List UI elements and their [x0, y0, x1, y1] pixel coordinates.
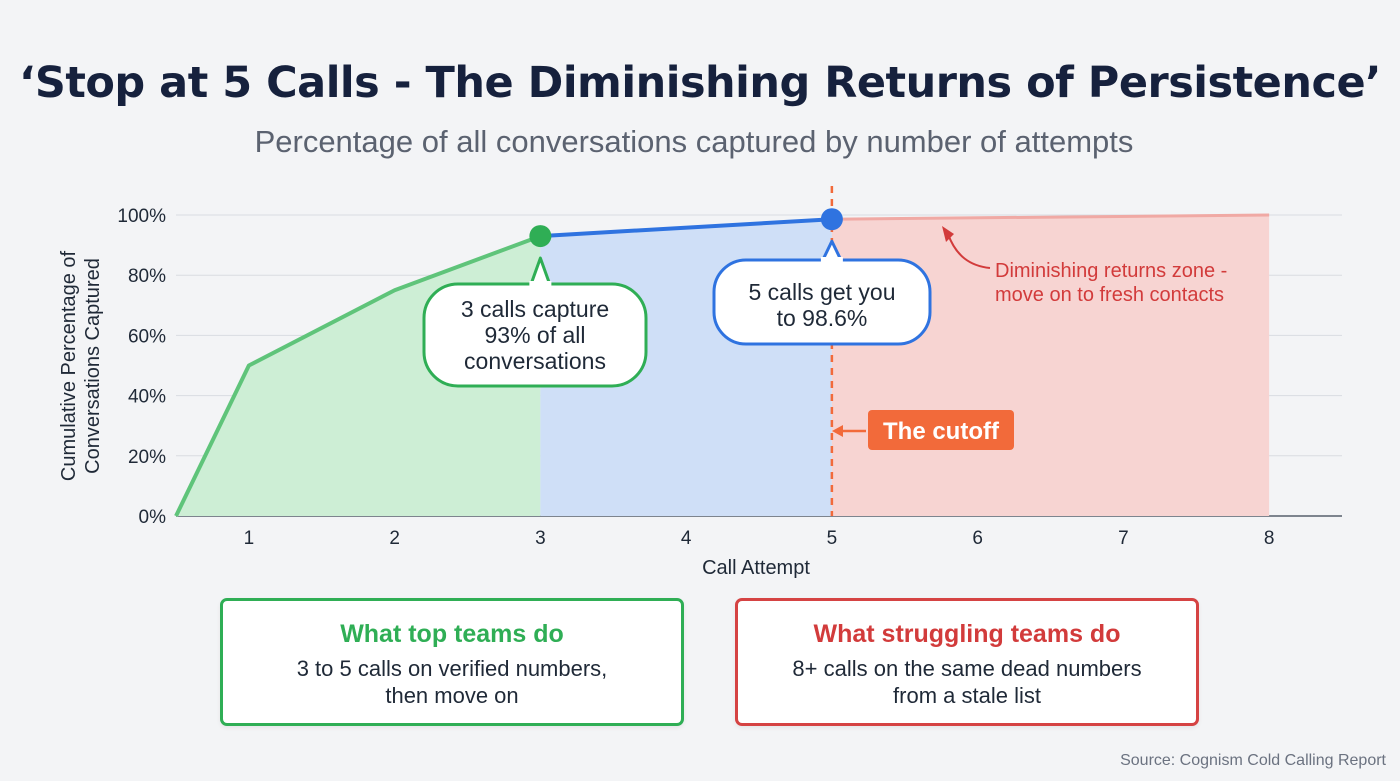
x-tick-label: 4: [681, 528, 692, 549]
y-axis-title-line: Conversations Captured: [82, 258, 104, 474]
struggling-teams-heading: What struggling teams do: [813, 620, 1121, 648]
green-callout-text: conversations: [464, 348, 606, 374]
blue-callout-text: 5 calls get you: [748, 279, 895, 305]
cutoff-label-box: [868, 410, 1014, 450]
green-callout-pointer: [528, 256, 552, 287]
series-line-red: [831, 213, 1270, 221]
blue-callout-pointer: [820, 239, 844, 263]
top-teams-card: What top teams do 3 to 5 calls on verifi…: [220, 598, 684, 726]
x-tick-label: 5: [827, 528, 838, 549]
y-tick-label: 60%: [128, 326, 166, 347]
x-tick-label: 7: [1118, 528, 1129, 549]
x-tick-label: 2: [389, 528, 400, 549]
arrow-head: [942, 226, 954, 242]
series-line-blue: [540, 217, 832, 239]
x-tick-label: 8: [1264, 528, 1275, 549]
top-teams-line-2: then move on: [385, 683, 519, 708]
source-note: Source: Cognism Cold Calling Report: [1120, 752, 1386, 769]
blue-callout-text: to 98.6%: [777, 305, 868, 331]
struggling-teams-line-2: from a stale list: [893, 683, 1041, 708]
x-tick-label: 6: [972, 528, 983, 549]
x-axis-title: Call Attempt: [702, 557, 810, 579]
y-tick-label: 0%: [139, 507, 167, 528]
series-line-green: [174, 234, 542, 517]
x-tick-label: 1: [244, 528, 255, 549]
y-axis-title-line: Cumulative Percentage of: [58, 251, 80, 482]
cutoff-arrow-head: [832, 425, 843, 437]
data-point-marker: [820, 208, 843, 231]
green-callout-text: 93% of all: [484, 322, 585, 348]
y-tick-label: 100%: [117, 206, 166, 227]
chart-title: ‘Stop at 5 Calls - The Diminishing Retur…: [19, 58, 1381, 108]
curved-arrow: [947, 233, 991, 269]
chart-subtitle: Percentage of all conversations captured…: [254, 124, 1134, 159]
top-teams-line-1: 3 to 5 calls on verified numbers,: [296, 656, 608, 681]
data-point-marker: [529, 225, 552, 248]
y-tick-label: 20%: [128, 447, 166, 468]
struggling-teams-line-1: 8+ calls on the same dead numbers: [792, 656, 1142, 681]
x-tick-label: 3: [535, 528, 546, 549]
cutoff-label: The cutoff: [883, 418, 1000, 445]
green-callout-text: 3 calls capture: [461, 296, 609, 322]
diminishing-zone-note: Diminishing returns zone -: [995, 260, 1227, 282]
y-tick-label: 80%: [128, 266, 166, 287]
struggling-teams-card: What struggling teams do 8+ calls on the…: [735, 598, 1199, 726]
diminishing-zone-note: move on to fresh contacts: [995, 284, 1224, 306]
y-tick-label: 40%: [128, 387, 166, 408]
top-teams-heading: What top teams do: [340, 620, 564, 648]
